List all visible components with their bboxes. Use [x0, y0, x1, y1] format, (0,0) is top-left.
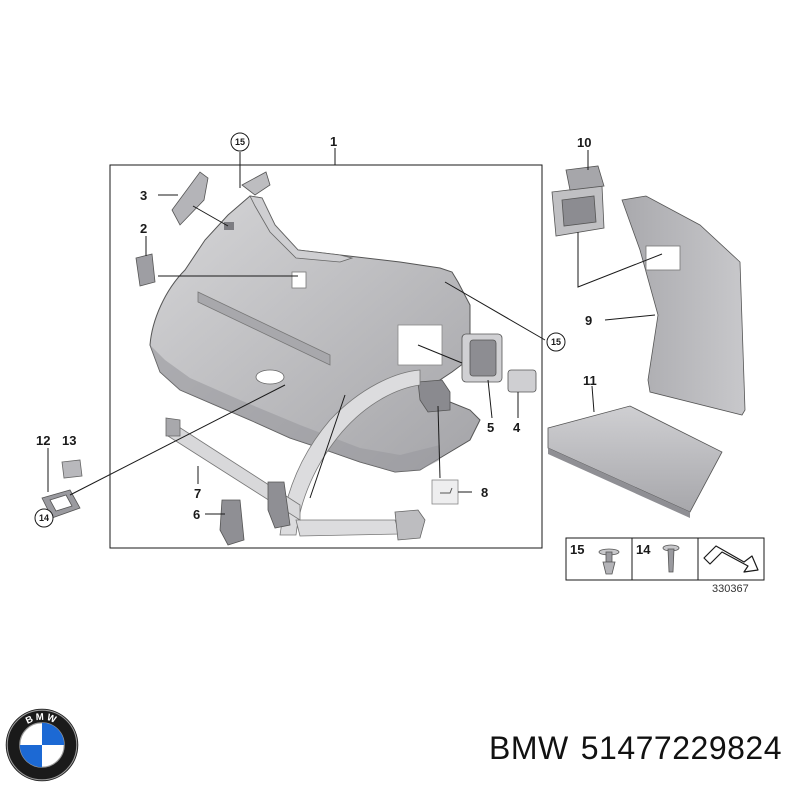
callout-8: 8 [481, 485, 488, 500]
callout-15-top-circle: 15 [230, 132, 250, 152]
svg-text:15: 15 [235, 137, 245, 147]
lens-part [61, 459, 83, 479]
screw-icon [662, 544, 680, 573]
strap-curve [279, 369, 421, 536]
legend-label-14: 14 [636, 542, 651, 557]
direction-arrow-icon [703, 545, 759, 573]
make-label: BMW [489, 730, 569, 766]
callout-1: 1 [330, 134, 337, 149]
callout-7: 7 [194, 486, 201, 501]
callout-5: 5 [487, 420, 494, 435]
callout-2: 2 [140, 221, 147, 236]
reference-number: 330367 [712, 583, 749, 595]
callout-6: 6 [193, 507, 200, 522]
callout-4: 4 [513, 420, 521, 435]
legend-label-15: 15 [570, 542, 584, 557]
callout-3: 3 [140, 188, 147, 203]
svg-text:14: 14 [39, 513, 49, 523]
clip-part [219, 481, 291, 546]
callout-12: 12 [36, 433, 50, 448]
brand-bar: BMW BMW 51477229824 [0, 700, 800, 800]
hook-part [431, 479, 459, 505]
callout-9: 9 [585, 313, 592, 328]
callout-11: 11 [583, 373, 597, 388]
socket-part [461, 333, 537, 393]
side-board [621, 195, 746, 416]
callout-14-circle: 14 [34, 508, 54, 528]
fastener-legend: 15 14 330367 [565, 537, 765, 595]
part-caption: BMW 51477229824 [489, 730, 782, 767]
clip-fastener-icon [598, 548, 620, 575]
part-number: 51477229824 [580, 730, 782, 766]
cover-part [171, 171, 209, 226]
callout-10: 10 [577, 135, 591, 150]
side-trim-panel [149, 195, 481, 473]
handle-part [551, 165, 605, 237]
svg-text:BMW: BMW [24, 712, 60, 727]
callout-13: 13 [62, 433, 76, 448]
assembly-frame [109, 164, 543, 549]
bmw-logo-icon: BMW [5, 708, 79, 782]
svg-text:15: 15 [551, 337, 561, 347]
callout-15-right-circle: 15 [546, 332, 566, 352]
leader-lines [47, 148, 663, 515]
floor-cover [547, 405, 723, 513]
small-cover [135, 253, 156, 287]
